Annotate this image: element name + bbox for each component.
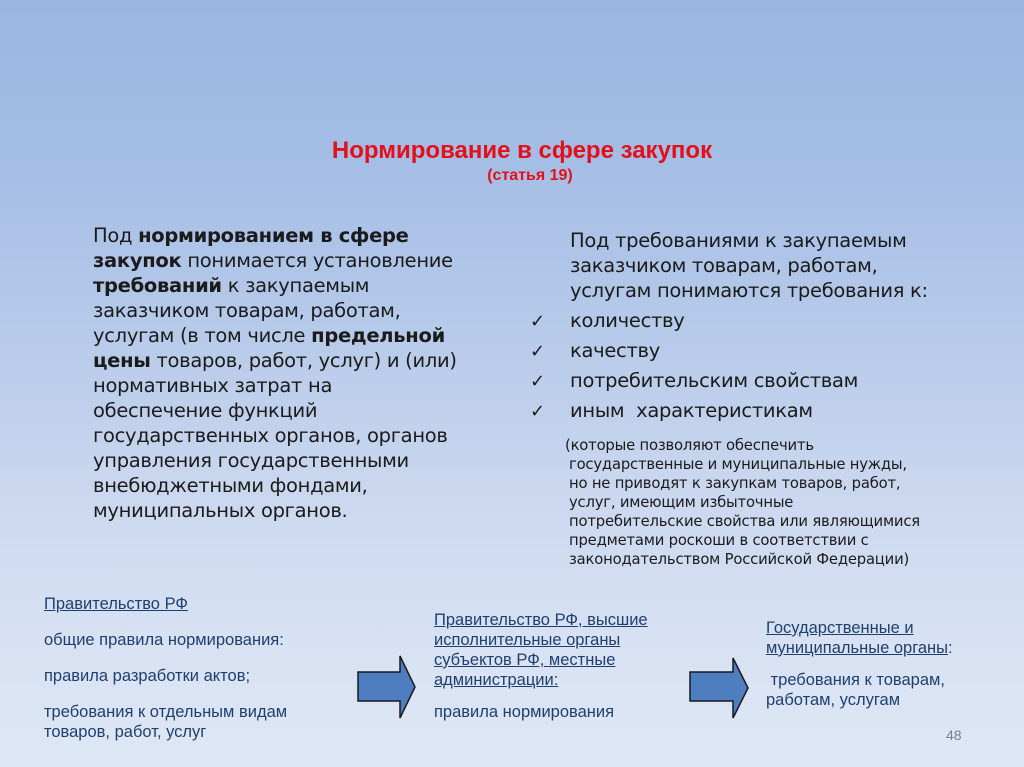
flow-line: требования к отдельным видам <box>44 703 288 721</box>
paragraph-line: государственных органов, органов <box>93 423 493 448</box>
checklist-item-label: иным характеристикам <box>570 399 813 422</box>
intro-line: Под требованиями к закупаемым <box>570 229 907 252</box>
paragraph-line: заказчиком товарам, работам, <box>93 298 493 323</box>
flow-column-government: Правительство РФ общие правила нормирова… <box>44 594 364 742</box>
note-line: но не приводят к закупкам товаров, работ… <box>569 475 901 492</box>
text-segment: товаров, работ, услуг) и (или) <box>150 349 457 372</box>
checkmark-icon: ✓ <box>530 401 545 422</box>
text-segment: заказчиком товарам, работам, <box>93 299 401 322</box>
flow-heading-line: администрации: <box>434 671 559 689</box>
flow-column-regional: Правительство РФ, высшие исполнительные … <box>434 610 714 722</box>
text-segment: муниципальных органов. <box>93 499 348 522</box>
note-line: законодательством Российской Федерации) <box>569 551 910 568</box>
requirements-checklist: ✓ количеству ✓ качеству ✓ потребительским с… <box>530 306 858 426</box>
checklist-item-label: потребительским свойствам <box>570 369 859 392</box>
text-segment: нормативных затрат на <box>93 374 333 397</box>
requirements-intro: Под требованиями к закупаемым заказчиком… <box>570 228 990 303</box>
flow-heading-line: муниципальные органы <box>766 639 948 657</box>
checkmark-icon: ✓ <box>530 371 545 392</box>
checklist-item-label: качеству <box>570 339 660 362</box>
flow-heading-line: Правительство РФ, высшие <box>434 611 648 629</box>
flow-heading: Правительство РФ <box>44 595 188 613</box>
page-number: 48 <box>946 727 962 743</box>
flow-heading-line: субъектов РФ, местные <box>434 651 616 669</box>
arrow-right-icon <box>689 657 749 719</box>
flow-heading-suffix: : <box>948 639 953 657</box>
text-segment: государственных органов, органов <box>93 424 448 447</box>
title-block: Нормирование в сфере закупок (статья 19) <box>0 137 1024 187</box>
paragraph-line: услугам (в том числе предельной <box>93 323 493 348</box>
intro-line: услугам понимаются требования к: <box>570 279 928 302</box>
text-segment: понимается установление <box>181 249 453 272</box>
flow-line: товаров, работ, услуг <box>44 723 207 741</box>
flow-heading-line: Государственные и <box>766 619 914 637</box>
bold-term: цены <box>93 349 151 372</box>
paragraph-line: требований к закупаемым <box>93 273 493 298</box>
flow-line: требования к товарам, <box>766 671 945 689</box>
flow-line: правила нормирования <box>434 703 615 721</box>
flow-heading-line: исполнительные органы <box>434 631 621 649</box>
flow-line: работам, услугам <box>766 691 901 709</box>
flow-column-agencies: Государственные и муниципальные органы: … <box>766 618 1016 710</box>
arrow-right-icon <box>357 655 416 719</box>
paragraph-line: обеспечение функций <box>93 398 493 423</box>
paragraph-line: закупок понимается установление <box>93 248 493 273</box>
paragraph-line: муниципальных органов. <box>93 498 493 523</box>
note-line: государственные и муниципальные нужды, <box>569 456 907 473</box>
bold-term: требований <box>93 274 222 297</box>
intro-line: заказчиком товарам, работам, <box>570 254 878 277</box>
checkmark-icon: ✓ <box>530 341 545 362</box>
paragraph-line: внебюджетными фондами, <box>93 473 493 498</box>
text-segment: к закупаемым <box>221 274 370 297</box>
note-line: услуг, имеющим избыточные <box>569 494 794 511</box>
checklist-item: ✓ качеству <box>530 336 858 366</box>
requirements-note: (которые позволяют обеспечить государств… <box>565 436 985 569</box>
text-segment: услугам (в том числе <box>93 324 312 347</box>
paragraph-line: Под нормированием в сфере <box>93 223 493 248</box>
checklist-item: ✓ количеству <box>530 306 858 336</box>
paragraph-line: цены товаров, работ, услуг) и (или) <box>93 348 493 373</box>
checkmark-icon: ✓ <box>530 311 545 332</box>
text-segment: обеспечение функций <box>93 399 318 422</box>
flow-line: общие правила нормирования: <box>44 631 284 649</box>
paragraph-line: нормативных затрат на <box>93 373 493 398</box>
bold-term: предельной <box>311 324 445 347</box>
checklist-item: ✓ потребительским свойствам <box>530 366 858 396</box>
note-line: потребительские свойства или являющимися <box>569 513 920 530</box>
checklist-item: ✓ иным характеристикам <box>530 396 858 426</box>
bold-term: нормированием в сфере <box>138 224 409 247</box>
slide-subtitle: (статья 19) <box>487 167 573 184</box>
bold-term: закупок <box>93 249 182 272</box>
note-line: (которые позволяют обеспечить <box>565 437 814 454</box>
note-line: предметами роскоши в соответствии с <box>569 532 869 549</box>
flow-line: правила разработки актов; <box>44 667 251 685</box>
text-segment: внебюджетными фондами, <box>93 474 368 497</box>
paragraph-line: управления государственными <box>93 448 493 473</box>
text-segment: управления государственными <box>93 449 409 472</box>
text-segment: Под <box>93 224 139 247</box>
checklist-item-label: количеству <box>570 309 685 332</box>
slide-title: Нормирование в сфере закупок <box>331 137 713 164</box>
